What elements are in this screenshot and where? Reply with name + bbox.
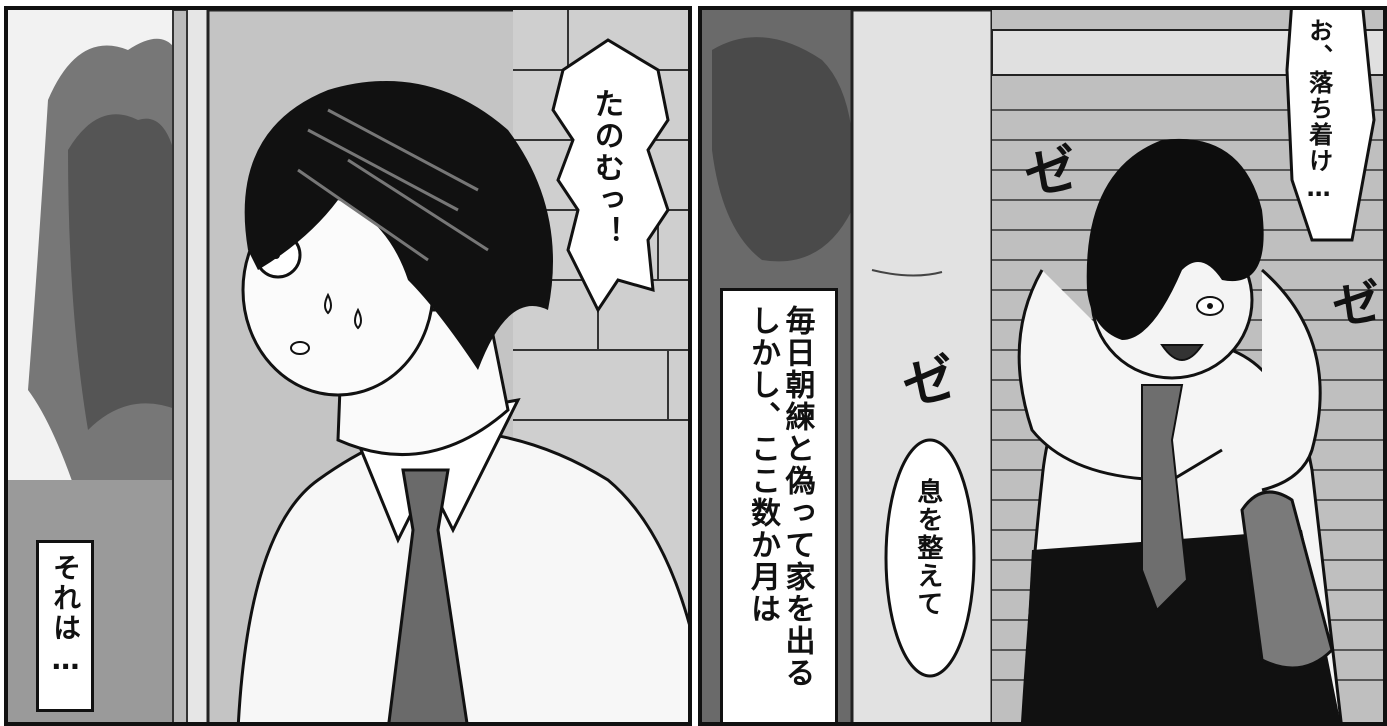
sfx-ze-3: ゼ (1329, 273, 1385, 337)
caption-text: それは… (49, 553, 83, 678)
shout-bubble-text: たのむっ！ (588, 88, 624, 248)
narration-box: しかし、ここ数か月は 毎日朝練と偽って家を出る (720, 288, 838, 722)
narration-line-2: 毎日朝練と偽って家を出る (779, 305, 815, 689)
speech-breath-text: 息を整えて (912, 478, 943, 618)
caption-box-left: それは… (36, 540, 94, 712)
right-panel: しかし、ここ数か月は 毎日朝練と偽って家を出る お、落ち着け… 息を整えて ゼ … (698, 6, 1387, 726)
left-panel: それは… たのむっ！ (4, 6, 692, 726)
speech-top-text: お、落ち着け… (1304, 18, 1333, 204)
narration-line-1: しかし、ここ数か月は (745, 305, 780, 625)
left-panel-artwork (8, 10, 688, 722)
